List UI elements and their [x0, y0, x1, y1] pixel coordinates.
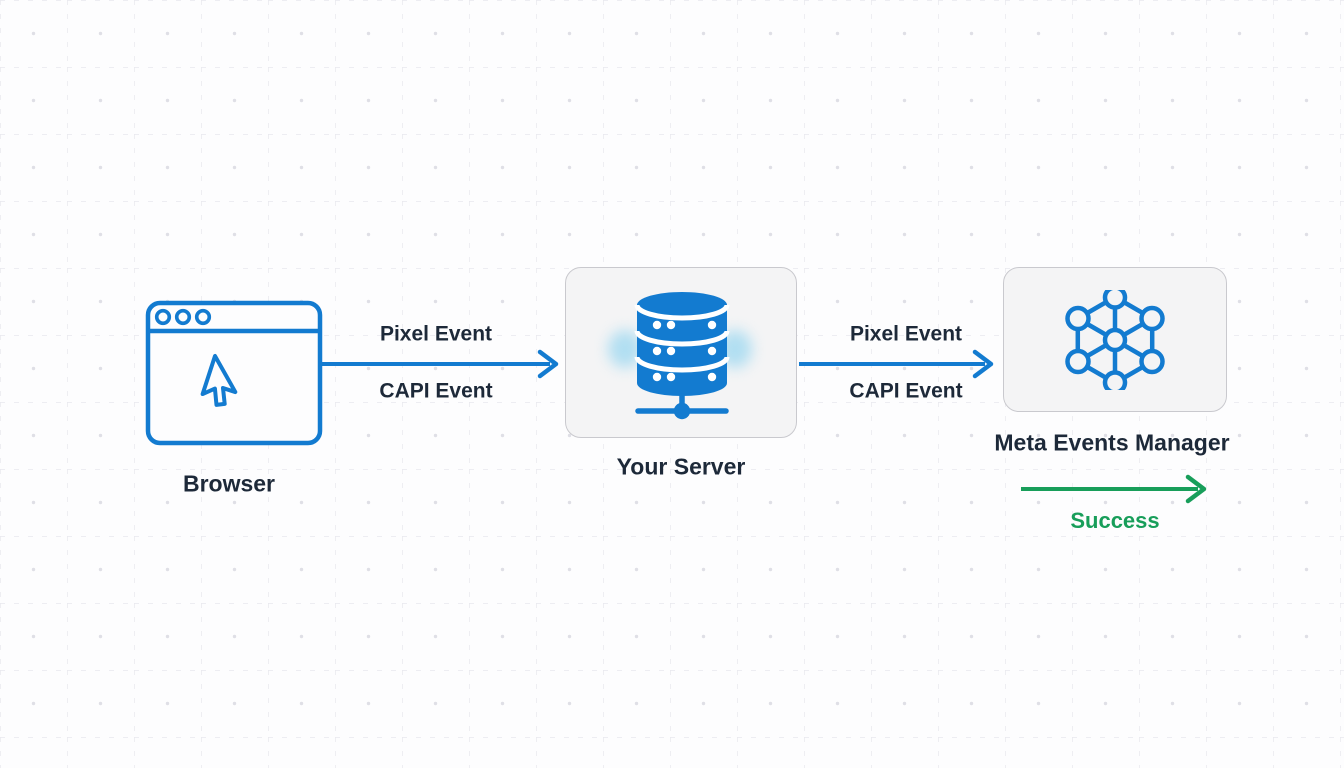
- database-server-icon: [634, 292, 730, 420]
- arrow-server-to-meta: [799, 349, 994, 379]
- capi-event-label-1: CAPI Event: [379, 379, 493, 403]
- meta-events-manager-label: Meta Events Manager: [994, 429, 1230, 456]
- success-arrow: [1021, 474, 1207, 504]
- arrow-browser-to-server: [322, 349, 559, 379]
- capi-event-label-2: CAPI Event: [849, 379, 963, 403]
- pixel-event-label-1: Pixel Event: [379, 322, 493, 346]
- success-label: Success: [1070, 508, 1160, 533]
- pixel-event-label-2: Pixel Event: [849, 322, 963, 346]
- meta-events-manager-card: [1003, 267, 1227, 412]
- server-card: [565, 267, 797, 438]
- network-graph-icon: [1065, 290, 1165, 390]
- browser-window-cursor-icon: [145, 300, 323, 446]
- browser-label: Browser: [182, 470, 276, 497]
- cursor-arrow-icon: [200, 354, 238, 407]
- server-label: Your Server: [616, 453, 746, 480]
